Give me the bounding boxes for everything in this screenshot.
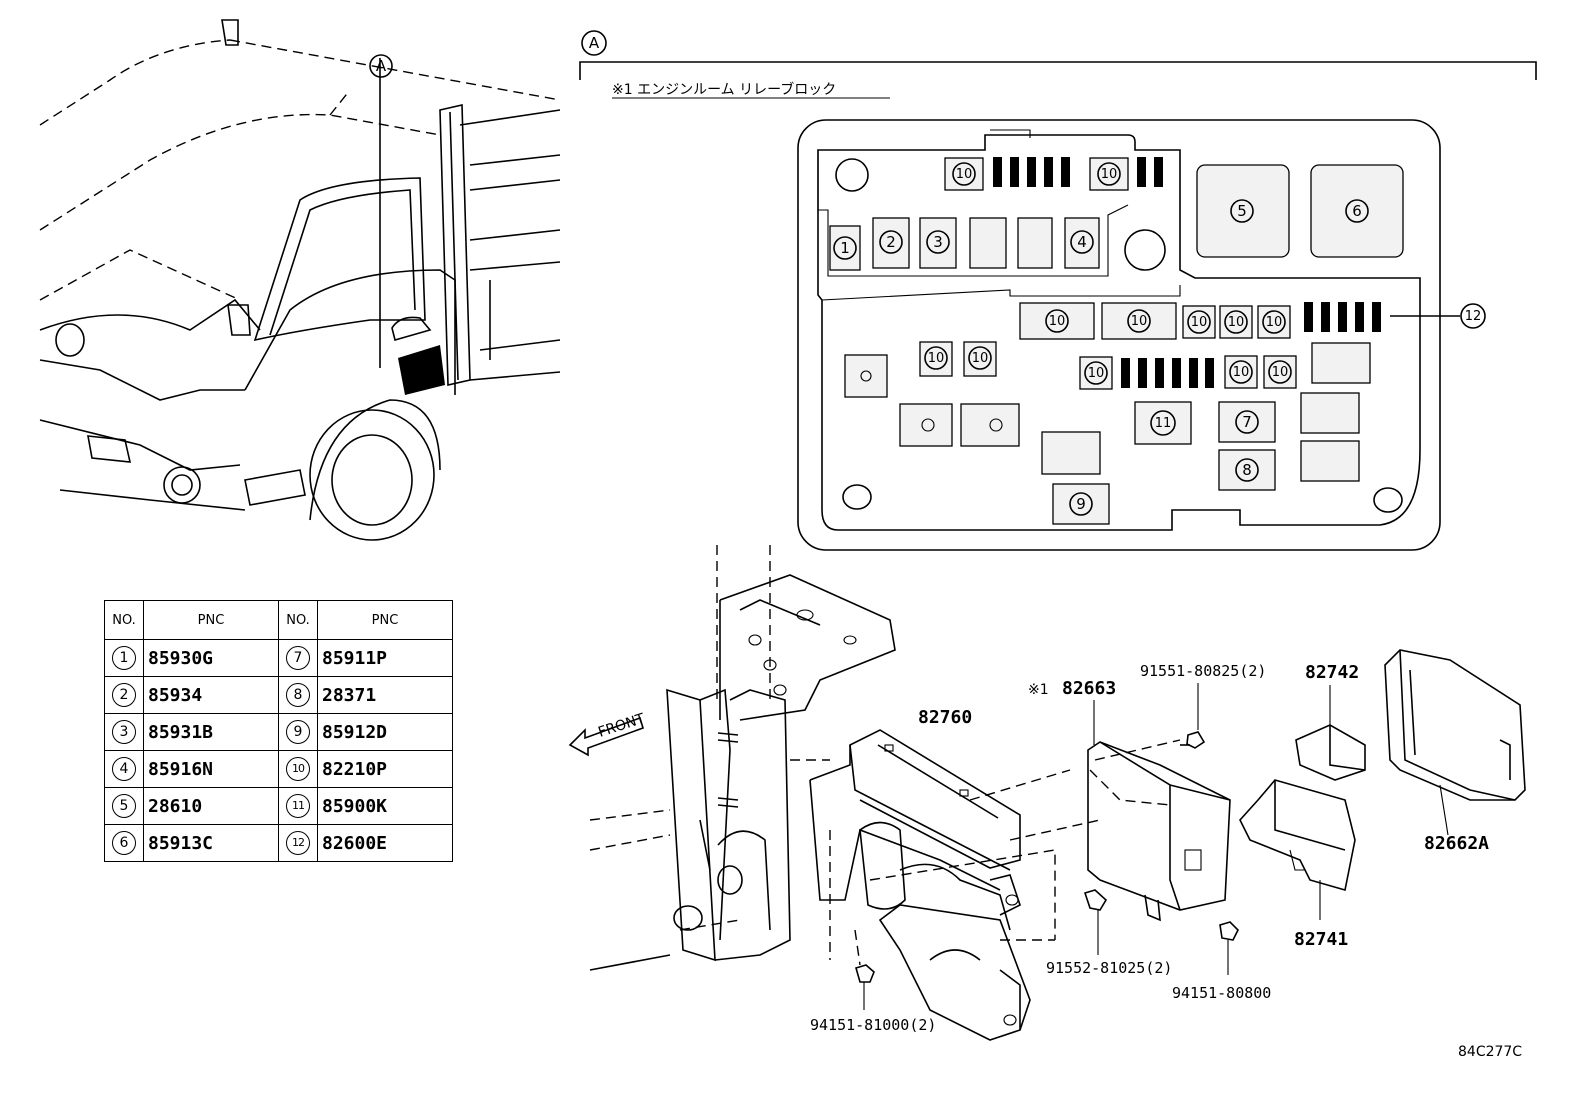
figure-code: 84C277C [1458, 1044, 1522, 1060]
table-row: 4 85916N 10 82210P [104, 750, 453, 788]
pnc-table-header: NO. PNC NO. PNC [104, 600, 453, 640]
header-pnc-b: PNC [317, 600, 453, 640]
row-pnc: 85911P [317, 639, 453, 677]
row-pnc: 85913C [143, 824, 279, 862]
relay-label-7: 7 [1242, 413, 1252, 431]
row-pnc: 28371 [317, 676, 453, 714]
relay-label-10-l: 10 [1272, 365, 1289, 380]
table-row: 3 85931B 9 85912D [104, 713, 453, 751]
part-82663: 82663 [1062, 678, 1116, 699]
row-no: 5 [112, 794, 136, 818]
relay-label-10-g: 10 [1266, 315, 1283, 330]
row-pnc: 85930G [143, 639, 279, 677]
relay-label-4: 4 [1077, 233, 1087, 251]
row-pnc: 85934 [143, 676, 279, 714]
relay-label-2: 2 [886, 233, 896, 251]
table-row: 6 85913C 12 82600E [104, 824, 453, 862]
callout-a-section: A [589, 34, 600, 52]
row-pnc: 85916N [143, 750, 279, 788]
part-91552-81025: 91552-81025(2) [1046, 959, 1172, 977]
header-no-b: NO. [278, 600, 318, 640]
relay-label-12: 12 [1465, 309, 1482, 324]
part-94151-81000: 94151-81000(2) [810, 1016, 936, 1034]
relay-label-8: 8 [1242, 461, 1252, 479]
relay-label-10-a: 10 [956, 167, 973, 182]
section-a-header: A ※1 エンジンルーム リレーブロック [579, 30, 1537, 99]
part-82663-mark: ※1 [1028, 682, 1049, 698]
header-pnc-a: PNC [143, 600, 279, 640]
row-no: 9 [286, 720, 310, 744]
relay-label-10-j: 10 [1088, 366, 1105, 381]
part-94151-80800: 94151-80800 [1172, 984, 1271, 1002]
pnc-table: NO. PNC NO. PNC 1 85930G 7 85911P 2 8593… [104, 600, 453, 862]
row-no: 12 [286, 831, 310, 855]
row-pnc: 28610 [143, 787, 279, 825]
part-labels: 82760 ※1 82663 91551-80825(2) 82742 8266… [810, 662, 1522, 1060]
table-row: 2 85934 8 28371 [104, 676, 453, 714]
part-82760: 82760 [918, 707, 972, 728]
row-pnc: 82600E [317, 824, 453, 862]
row-pnc: 85931B [143, 713, 279, 751]
row-no: 3 [112, 720, 136, 744]
relay-label-1: 1 [840, 239, 850, 257]
relay-label-10-h: 10 [928, 351, 945, 366]
part-82742: 82742 [1305, 662, 1359, 683]
row-pnc: 85900K [317, 787, 453, 825]
relay-label-10-i: 10 [972, 351, 989, 366]
part-82662a: 82662A [1424, 833, 1489, 854]
part-91551-80825: 91551-80825(2) [1140, 662, 1266, 680]
relay-label-9: 9 [1076, 495, 1086, 513]
callout-a-truck: A [376, 57, 387, 75]
relay-label-10-e: 10 [1191, 315, 1208, 330]
row-no: 10 [286, 757, 310, 781]
relay-label-10-c: 10 [1049, 314, 1066, 329]
row-no: 8 [286, 683, 310, 707]
row-no: 7 [286, 646, 310, 670]
part-82741: 82741 [1294, 929, 1348, 950]
table-row: 5 28610 11 85900K [104, 787, 453, 825]
relay-label-11: 11 [1155, 416, 1172, 431]
section-title: ※1 エンジンルーム リレーブロック [612, 81, 836, 98]
relay-block: 10 10 5 6 1 2 3 4 10 [797, 119, 1486, 551]
row-no: 6 [112, 831, 136, 855]
table-row: 1 85930G 7 85911P [104, 639, 453, 677]
row-no: 11 [286, 794, 310, 818]
relay-label-10-d: 10 [1131, 314, 1148, 329]
truck-illustration: A [39, 19, 561, 541]
relay-label-5: 5 [1237, 202, 1247, 220]
header-no-a: NO. [104, 600, 144, 640]
relay-label-6: 6 [1352, 202, 1362, 220]
relay-label-10-b: 10 [1101, 167, 1118, 182]
row-pnc: 85912D [317, 713, 453, 751]
relay-label-10-f: 10 [1228, 315, 1245, 330]
row-no: 4 [112, 757, 136, 781]
row-pnc: 82210P [317, 750, 453, 788]
row-no: 2 [112, 683, 136, 707]
relay-label-3: 3 [933, 233, 943, 251]
row-no: 1 [112, 646, 136, 670]
relay-label-10-k: 10 [1233, 365, 1250, 380]
